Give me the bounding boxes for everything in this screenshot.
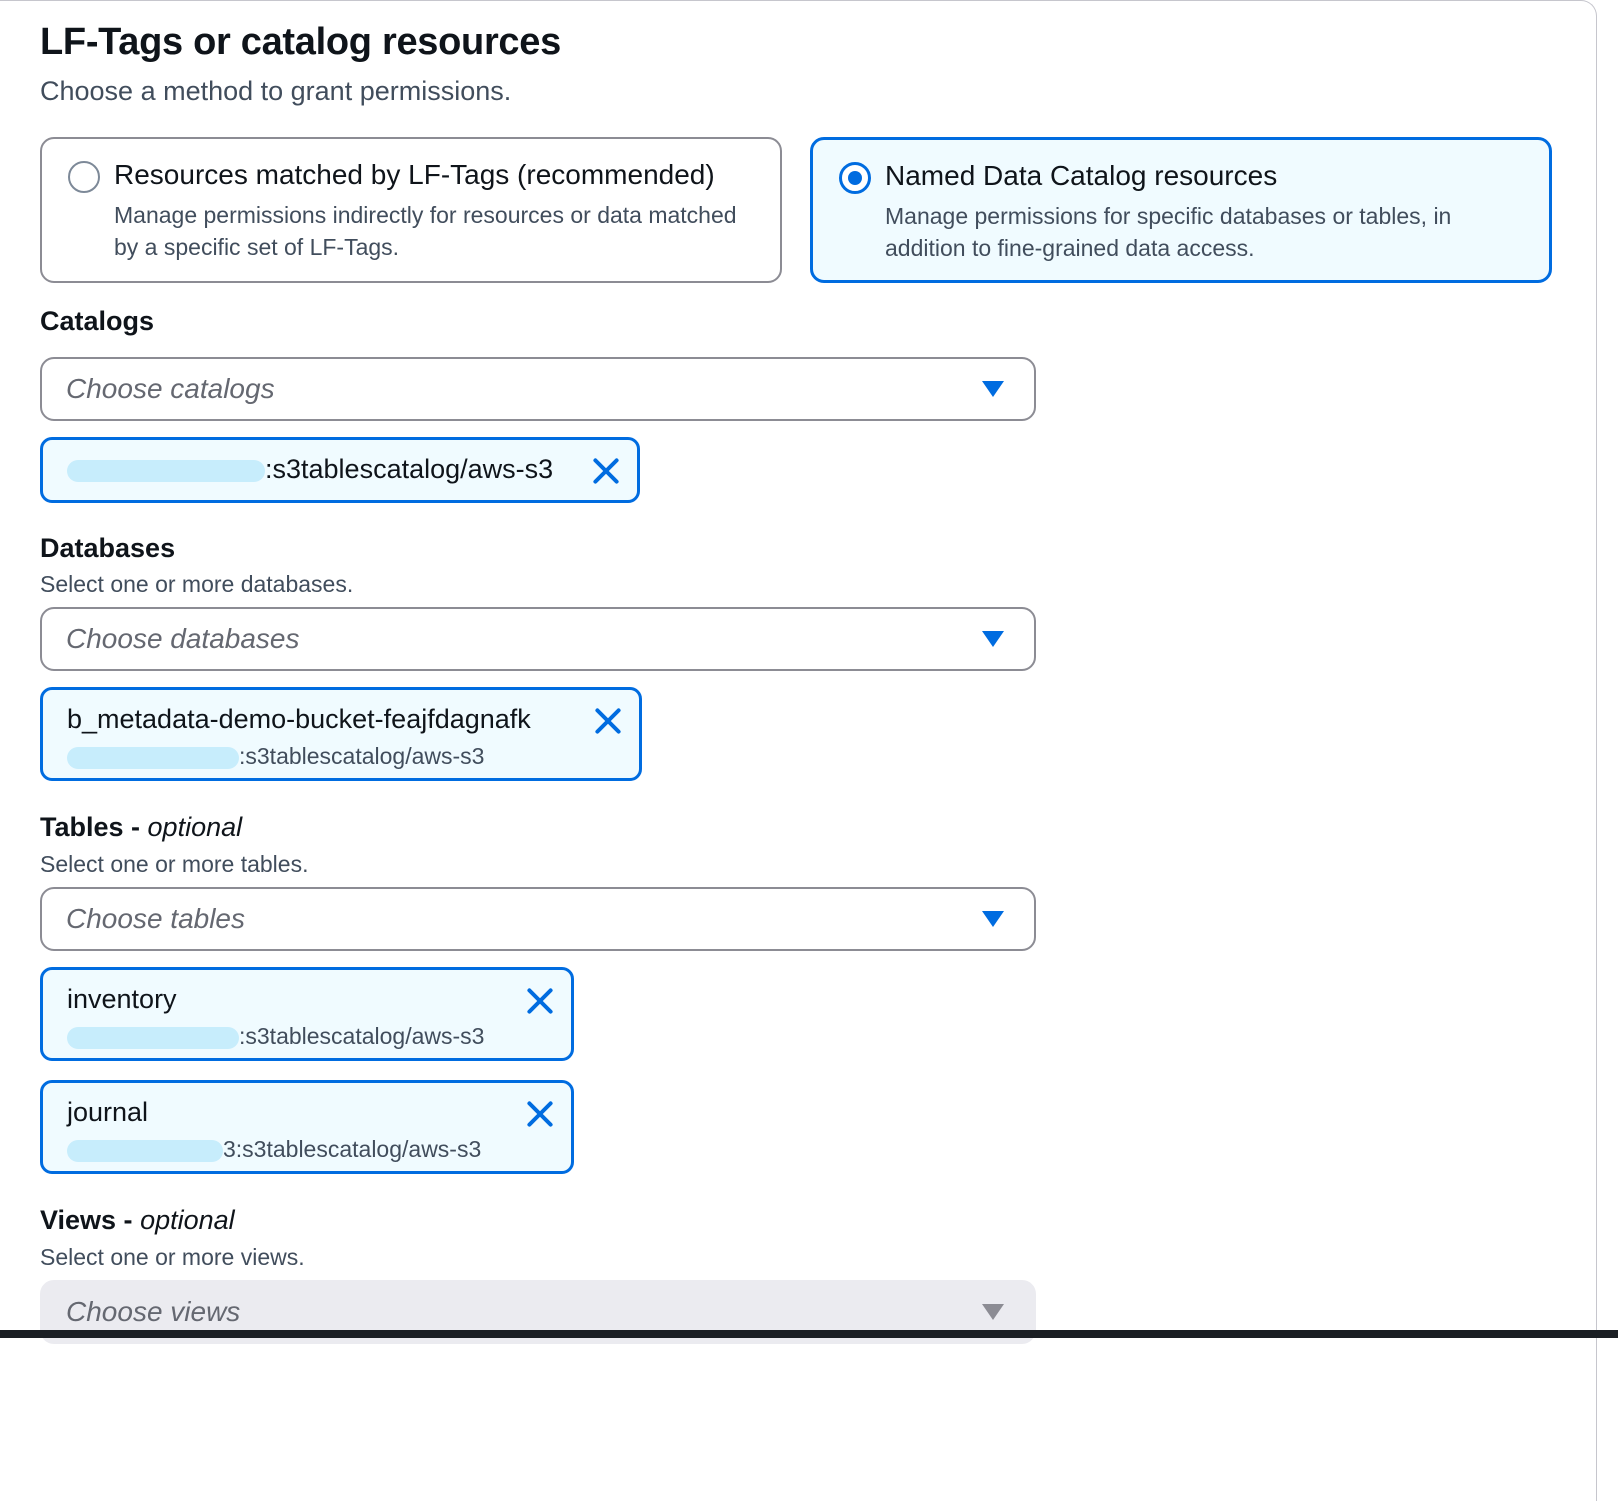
tables-input[interactable]: [66, 899, 946, 939]
catalogs-input[interactable]: [66, 369, 946, 409]
databases-select[interactable]: [40, 607, 1036, 671]
caret-down-icon: [982, 1304, 1004, 1320]
databases-input[interactable]: [66, 619, 946, 659]
redacted-mark: [67, 1026, 239, 1049]
named-resources-method-description: Manage permissions for specific database…: [885, 203, 1452, 261]
close-icon[interactable]: [525, 986, 555, 1016]
caret-down-icon[interactable]: [982, 631, 1004, 647]
table-token-subtitle-row: :s3tablescatalog/aws-s3: [67, 1023, 484, 1050]
database-token-title: b_metadata-demo-bucket-feajfdagnafk: [67, 704, 531, 734]
catalog-token-subtitle: :s3tablescatalog/aws-s3: [265, 454, 554, 484]
table-token-subtitle-row: 3:s3tablescatalog/aws-s3: [67, 1136, 481, 1163]
page-gutter: [1597, 0, 1618, 1338]
tables-optional: optional: [147, 812, 243, 842]
views-input: [66, 1292, 946, 1332]
views-optional: optional: [140, 1205, 235, 1235]
databases-label: Databases: [40, 533, 176, 563]
section-title: LF-Tags or catalog resources: [40, 21, 561, 63]
redacted-mark: [67, 746, 239, 769]
radio-selected-icon[interactable]: [839, 162, 871, 194]
radio-icon[interactable]: [68, 161, 100, 193]
tables-description: Select one or more tables.: [40, 851, 309, 877]
table-token-title: inventory: [67, 984, 177, 1014]
tables-select[interactable]: [40, 887, 1036, 951]
catalog-token: :s3tablescatalog/aws-s3: [40, 437, 640, 503]
database-token: b_metadata-demo-bucket-feajfdagnafk :s3t…: [40, 687, 642, 781]
close-icon[interactable]: [591, 456, 621, 486]
table-token-subtitle: :s3tablescatalog/aws-s3: [239, 1023, 485, 1049]
named-resources-method-tile[interactable]: Named Data Catalog resources Manage perm…: [810, 137, 1552, 283]
catalog-token-text: :s3tablescatalog/aws-s3: [67, 454, 553, 485]
redacted-mark: [67, 1139, 223, 1162]
named-resources-method-title: Named Data Catalog resources: [885, 160, 1278, 191]
caret-down-icon[interactable]: [982, 381, 1004, 397]
section-description: Choose a method to grant permissions.: [40, 76, 512, 106]
lf-tags-method-title: Resources matched by LF-Tags (recommende…: [114, 159, 715, 190]
close-icon[interactable]: [593, 706, 623, 736]
table-token: inventory :s3tablescatalog/aws-s3: [40, 967, 574, 1061]
lf-tags-method-description: Manage permissions indirectly for resour…: [114, 202, 737, 260]
databases-description: Select one or more databases.: [40, 571, 354, 597]
tables-label: Tables - optional: [40, 812, 242, 843]
catalogs-select[interactable]: [40, 357, 1036, 421]
lf-tags-method-tile[interactable]: Resources matched by LF-Tags (recommende…: [40, 137, 782, 283]
database-token-subtitle-row: :s3tablescatalog/aws-s3: [67, 743, 484, 770]
table-token-title: journal: [67, 1097, 149, 1127]
database-token-subtitle: :s3tablescatalog/aws-s3: [239, 743, 485, 769]
views-label-text: Views -: [40, 1205, 141, 1235]
views-description: Select one or more views.: [40, 1244, 305, 1270]
table-token-subtitle: 3:s3tablescatalog/aws-s3: [223, 1136, 482, 1162]
window-bottom-edge: [0, 1330, 1618, 1338]
table-token: journal 3:s3tablescatalog/aws-s3: [40, 1080, 574, 1174]
close-icon[interactable]: [525, 1099, 555, 1129]
views-label: Views - optional: [40, 1205, 235, 1236]
redacted-mark: [67, 459, 265, 482]
tables-label-text: Tables -: [40, 812, 148, 842]
catalogs-label: Catalogs: [40, 306, 155, 336]
caret-down-icon[interactable]: [982, 911, 1004, 927]
